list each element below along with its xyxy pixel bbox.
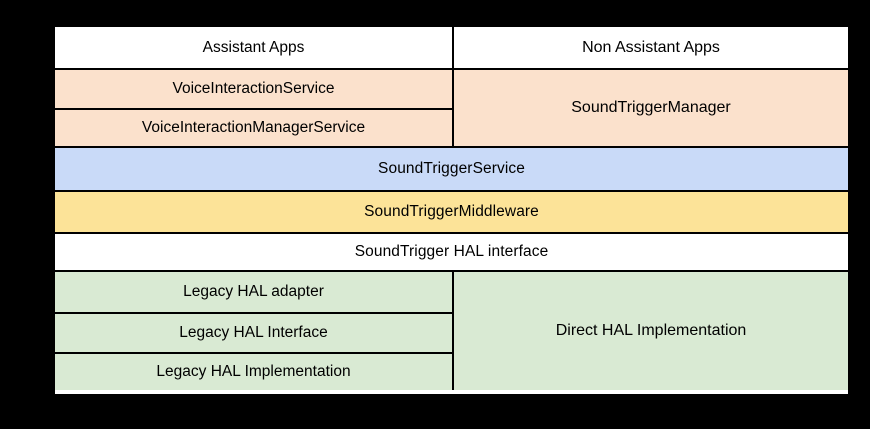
- header-left-column: Assistant Apps: [55, 27, 452, 68]
- box-legacy-hal-interface: Legacy HAL Interface: [55, 312, 452, 352]
- box-sound-trigger-manager: SoundTriggerManager: [452, 70, 848, 146]
- hal-left-column: Legacy HAL adapter Legacy HAL Interface …: [55, 272, 452, 390]
- box-sound-trigger-middleware: SoundTriggerMiddleware: [55, 192, 848, 232]
- box-sound-trigger-service: SoundTriggerService: [55, 148, 848, 190]
- hal-interface-band: SoundTrigger HAL interface: [55, 232, 848, 270]
- header-cell-assistant-apps: Assistant Apps: [55, 27, 452, 68]
- box-sound-trigger-hal-interface: SoundTrigger HAL interface: [55, 234, 848, 270]
- middleware-band: SoundTriggerMiddleware: [55, 190, 848, 232]
- box-legacy-hal-implementation: Legacy HAL Implementation: [55, 352, 452, 390]
- apps-layer-band: VoiceInteractionService VoiceInteraction…: [55, 68, 848, 146]
- box-direct-hal-implementation: Direct HAL Implementation: [452, 272, 848, 390]
- hal-implementation-band: Legacy HAL adapter Legacy HAL Interface …: [55, 270, 848, 390]
- apps-layer-left-column: VoiceInteractionService VoiceInteraction…: [55, 70, 452, 146]
- box-voice-interaction-service: VoiceInteractionService: [55, 70, 452, 108]
- header-band: Assistant Apps Non Assistant Apps: [55, 27, 848, 68]
- soundtrigger-architecture-table: Assistant Apps Non Assistant Apps VoiceI…: [53, 25, 850, 396]
- service-band: SoundTriggerService: [55, 146, 848, 190]
- box-voice-interaction-manager-service: VoiceInteractionManagerService: [55, 107, 452, 146]
- box-legacy-hal-adapter: Legacy HAL adapter: [55, 272, 452, 312]
- header-cell-non-assistant-apps: Non Assistant Apps: [452, 27, 848, 68]
